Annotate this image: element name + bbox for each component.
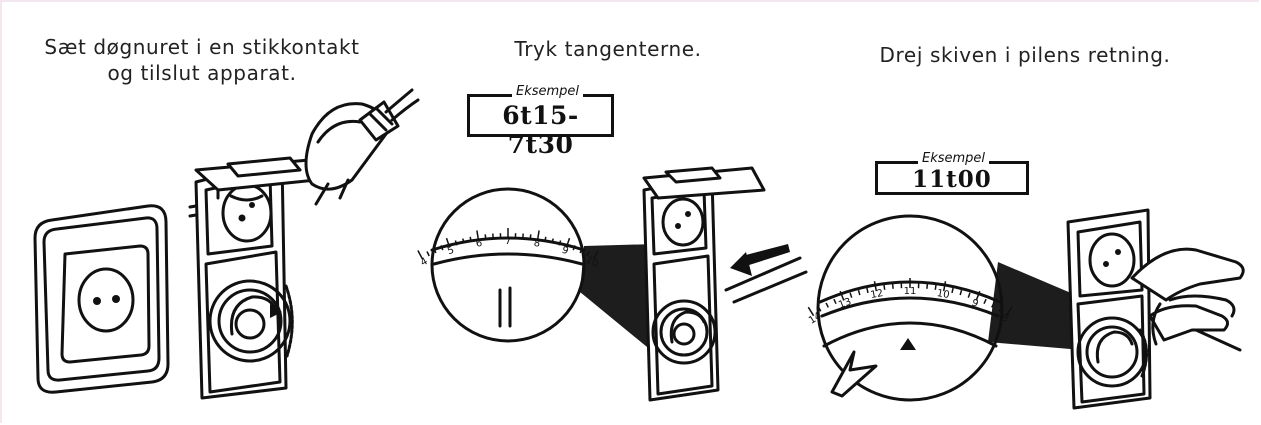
magnifier-scale-icon: 141312111098 xyxy=(807,216,1012,400)
scale-number: 10 xyxy=(936,288,951,301)
scale-tick xyxy=(935,285,936,290)
example-2-label: Eksempel xyxy=(918,151,989,166)
scale-number: 12 xyxy=(870,288,885,301)
scale-tick xyxy=(470,237,471,242)
example-box-2: Eksempel 11t00 xyxy=(875,161,1029,195)
scale-tick xyxy=(927,284,928,289)
scale-tick xyxy=(530,234,531,239)
scale-tick xyxy=(884,285,885,290)
example-box-1: Eksempel 6t15-7t30 xyxy=(467,94,614,137)
wall-socket-icon xyxy=(35,206,168,392)
scale-tick xyxy=(545,237,546,242)
scale-number: 4 xyxy=(419,256,430,269)
timer-plug-icon xyxy=(190,158,355,398)
example-1-value: 6t15-7t30 xyxy=(470,101,611,159)
finger-press-arrow-icon xyxy=(726,244,806,302)
scale-tick xyxy=(427,252,429,257)
scale-tick xyxy=(485,234,486,239)
scale-number: 11 xyxy=(904,286,917,297)
example-1-label: Eksempel xyxy=(512,84,583,99)
appliance-plug-icon xyxy=(306,90,418,204)
example-2-value: 11t00 xyxy=(878,166,1026,193)
magnifier-dial-icon: 45678910 xyxy=(418,189,600,341)
timer-plug-icon-2 xyxy=(644,168,764,400)
timer-plug-icon-3 xyxy=(1068,210,1150,408)
scale-number: 7 xyxy=(505,236,511,247)
scale-tick xyxy=(893,284,894,289)
zoom-beam-icon-2 xyxy=(988,262,1082,350)
